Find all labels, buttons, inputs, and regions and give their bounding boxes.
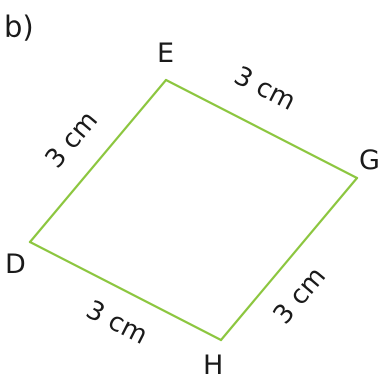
part-label: b) bbox=[4, 10, 34, 44]
edge-de bbox=[28, 78, 168, 244]
rhombus-shape bbox=[28, 78, 359, 342]
edge-label-hd: 3 cm bbox=[81, 295, 152, 351]
vertex-label-h: H bbox=[203, 350, 223, 381]
edge-eg bbox=[164, 78, 359, 180]
edge-gh bbox=[219, 176, 359, 342]
vertex-label-g: G bbox=[359, 145, 380, 176]
vertex-label-e: E bbox=[157, 38, 174, 69]
edge-label-eg: 3 cm bbox=[229, 61, 300, 117]
vertex-label-d: D bbox=[5, 249, 26, 280]
edge-hd bbox=[28, 240, 223, 342]
